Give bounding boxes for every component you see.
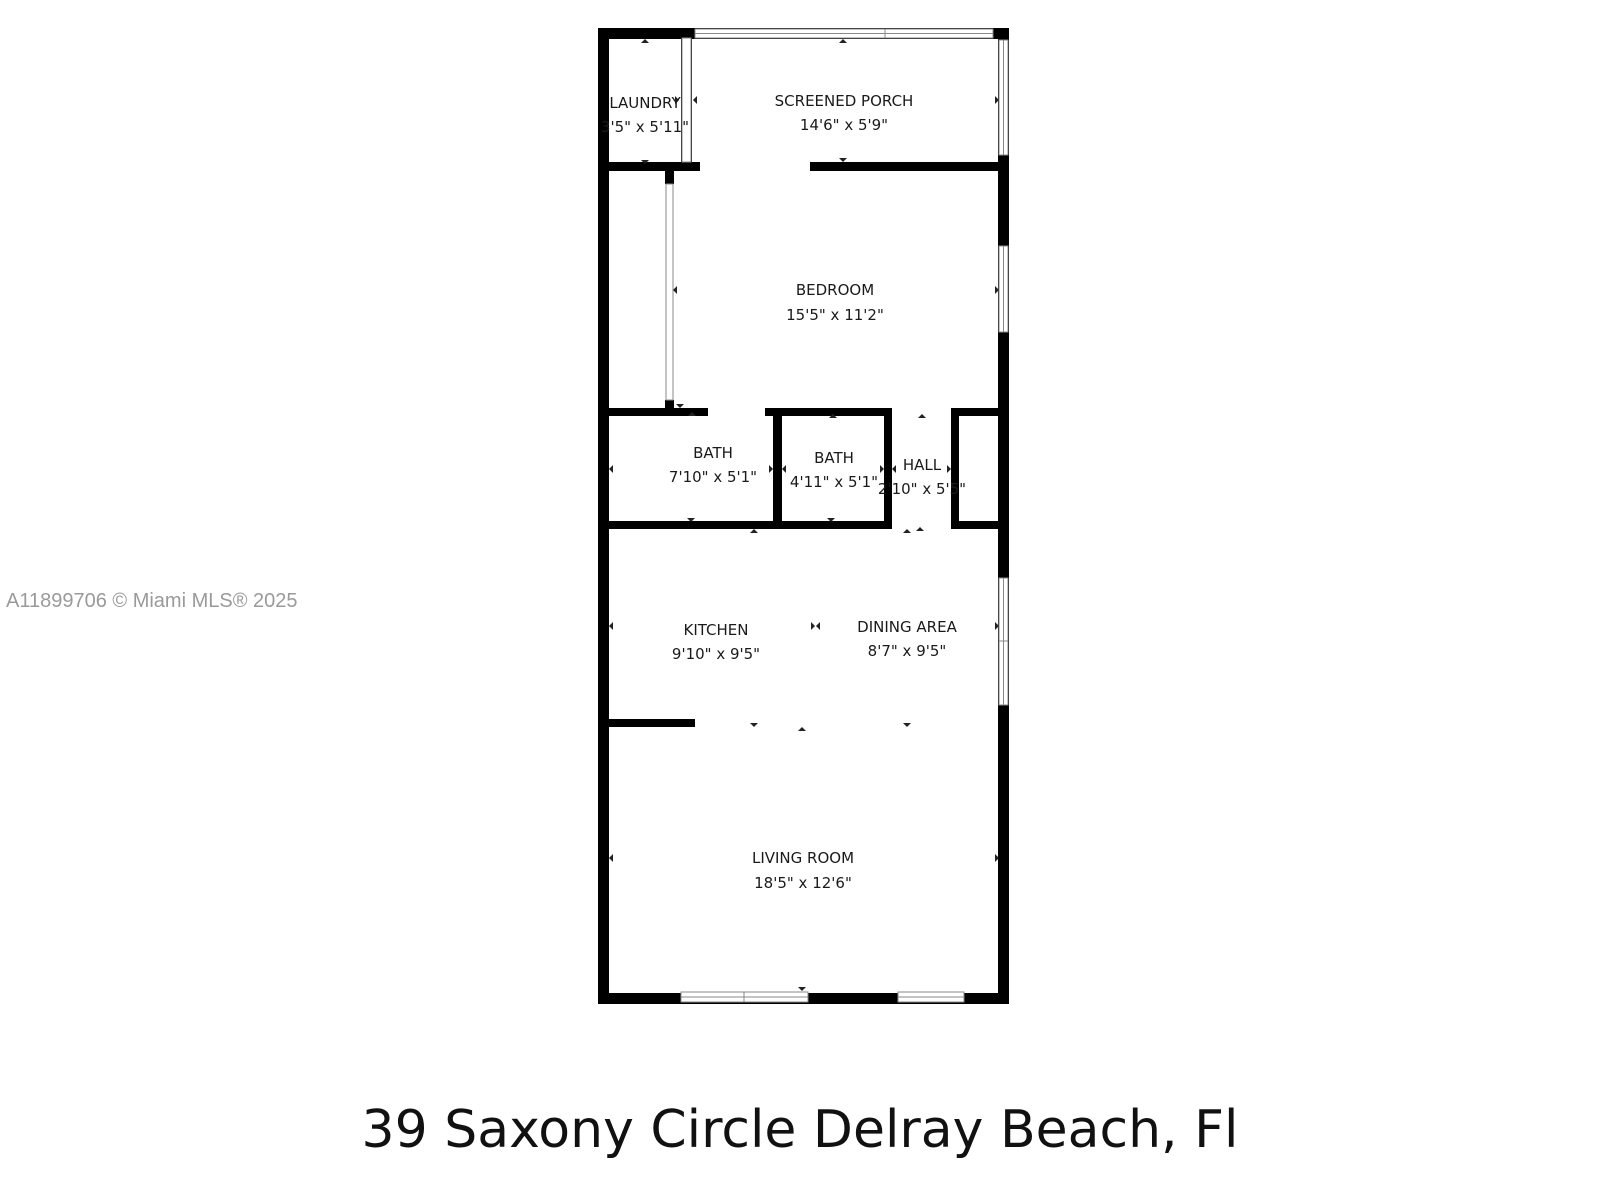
tick-mark xyxy=(995,96,999,104)
tick-mark xyxy=(609,465,613,473)
tick-mark xyxy=(827,518,835,522)
room-name-bath-1: BATH xyxy=(693,444,733,462)
room-labels: LAUNDRY 3'5" x 5'11" SCREENED PORCH 14'6… xyxy=(601,92,966,892)
tick-mark xyxy=(903,529,911,533)
tick-mark xyxy=(829,414,837,418)
room-name-bath-2: BATH xyxy=(814,449,854,467)
room-name-living: LIVING ROOM xyxy=(752,849,854,867)
room-name-kitchen: KITCHEN xyxy=(684,621,749,639)
tick-mark xyxy=(609,622,613,630)
tick-mark xyxy=(816,622,820,630)
tick-mark xyxy=(995,854,999,862)
tick-mark xyxy=(609,854,613,862)
tick-mark xyxy=(688,412,696,416)
room-dims-dining: 8'7" x 9'5" xyxy=(868,642,947,660)
room-name-dining: DINING AREA xyxy=(857,618,957,636)
tick-mark xyxy=(782,465,786,473)
tick-mark xyxy=(673,286,677,294)
tick-mark xyxy=(839,39,847,43)
room-name-hall: HALL xyxy=(903,456,942,474)
room-dims-living: 18'5" x 12'6" xyxy=(754,874,852,892)
tick-mark xyxy=(641,39,649,43)
tick-mark xyxy=(693,96,697,104)
room-dims-bath-2: 4'11" x 5'1" xyxy=(790,473,878,491)
tick-mark xyxy=(687,518,695,522)
tick-mark xyxy=(892,465,896,473)
room-dims-porch: 14'6" x 5'9" xyxy=(800,116,888,134)
tick-mark xyxy=(798,987,806,991)
room-dims-hall: 2'10" x 5'5" xyxy=(878,480,966,498)
room-name-bedroom: BEDROOM xyxy=(796,281,874,299)
room-dims-laundry: 3'5" x 5'11" xyxy=(601,118,689,136)
tick-mark xyxy=(769,465,773,473)
room-dims-bath-1: 7'10" x 5'1" xyxy=(669,468,757,486)
tick-mark xyxy=(995,286,999,294)
tick-mark xyxy=(903,723,911,727)
address-caption: 39 Saxony Circle Delray Beach, Fl xyxy=(361,1100,1239,1160)
room-dims-bedroom: 15'5" x 11'2" xyxy=(786,306,884,324)
openings xyxy=(700,160,951,531)
tick-mark xyxy=(641,160,649,164)
tick-mark xyxy=(916,527,924,531)
tick-mark xyxy=(947,465,951,473)
tick-mark xyxy=(811,622,815,630)
windows xyxy=(665,28,1009,1003)
room-name-laundry: LAUNDRY xyxy=(609,94,681,112)
tick-mark xyxy=(839,158,847,162)
dimension-markers xyxy=(609,39,999,991)
room-dims-kitchen: 9'10" x 9'5" xyxy=(672,645,760,663)
mls-watermark: A11899706 © Miami MLS® 2025 xyxy=(6,590,298,612)
tick-mark xyxy=(675,96,679,104)
tick-mark xyxy=(880,465,884,473)
room-name-porch: SCREENED PORCH xyxy=(775,92,914,110)
tick-mark xyxy=(676,404,684,408)
tick-mark xyxy=(995,622,999,630)
tick-mark xyxy=(750,723,758,727)
tick-mark xyxy=(798,727,806,731)
tick-mark xyxy=(750,529,758,533)
tick-mark xyxy=(918,414,926,418)
